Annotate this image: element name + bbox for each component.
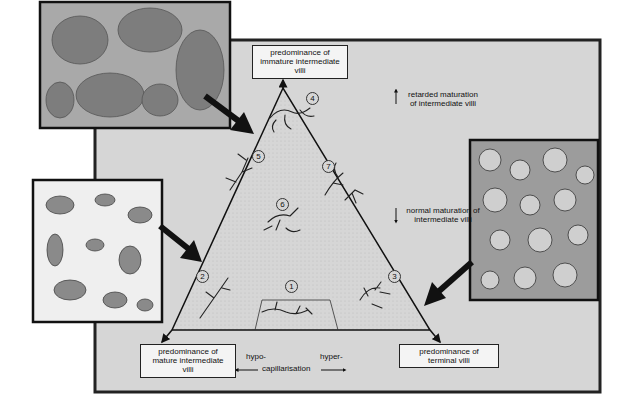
- corner-box: predominance of mature intermediate vill…: [140, 344, 236, 378]
- axis-label: retarded maturation of intermediate vill…: [404, 90, 482, 108]
- axis-label: capillarisation: [262, 364, 310, 373]
- box-label: predominance of mature intermediate vill…: [146, 347, 230, 375]
- box-label: predominance of terminal villi: [405, 347, 493, 365]
- box-label: predominance of immature intermediate vi…: [258, 48, 342, 76]
- axis-label: hypo-: [246, 352, 266, 361]
- corner-box: predominance of terminal villi: [399, 344, 499, 368]
- axis-label: hyper-: [320, 352, 343, 361]
- callout-number: 5: [252, 150, 265, 163]
- axis-label: normal maturation of intermediate villi: [404, 206, 482, 224]
- callout-number: 6: [276, 198, 289, 211]
- callout-number: 3: [388, 270, 401, 283]
- corner-box: predominance of immature intermediate vi…: [252, 45, 348, 79]
- callout-number: 2: [196, 270, 209, 283]
- callout-number: 4: [306, 92, 319, 105]
- callout-number: 1: [285, 280, 298, 293]
- callout-number: 7: [322, 160, 335, 173]
